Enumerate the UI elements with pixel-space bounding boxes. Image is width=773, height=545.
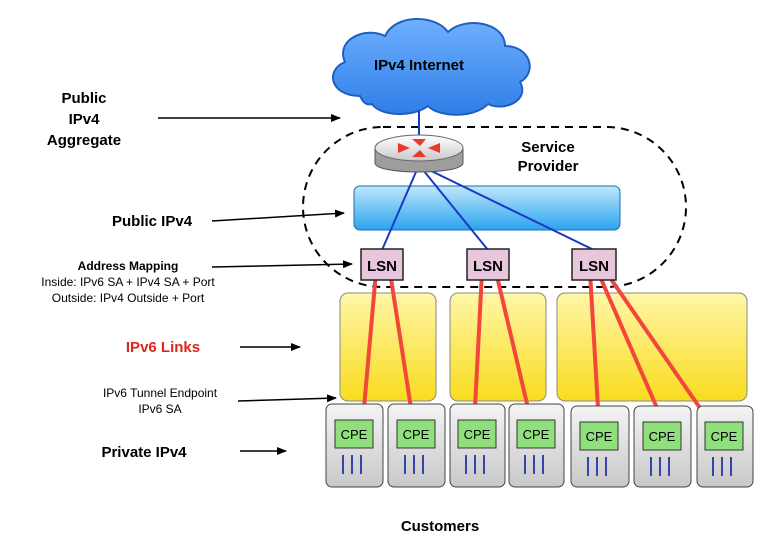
lsn-node-2: LSN xyxy=(466,248,510,281)
lsn-links xyxy=(381,164,595,251)
cpe-device-5: CPE xyxy=(570,405,630,488)
public-aggregate-line1: Public xyxy=(61,90,106,107)
provider-label-line2: Provider xyxy=(518,158,579,175)
cpe-label: CPE xyxy=(586,429,613,444)
address-mapping-title: Address Mapping xyxy=(78,259,179,273)
arrow-address-mapping xyxy=(211,260,353,269)
tunnel-6 xyxy=(596,271,659,409)
lsn-label: LSN xyxy=(367,258,397,275)
public-aggregate-line2: IPv4 xyxy=(69,111,101,128)
tunnel-4 xyxy=(494,271,530,409)
link-router-lsn-3 xyxy=(418,164,595,251)
router-icon xyxy=(374,134,464,173)
arrow-tunnel-endpoint xyxy=(237,394,337,403)
cpe-label: CPE xyxy=(523,427,550,442)
arrow-public-ipv4 xyxy=(211,209,345,222)
cpe-device-1: CPE xyxy=(325,403,384,488)
cpe-device-7: CPE xyxy=(696,405,754,488)
tunnel-3 xyxy=(473,271,484,409)
tunnel-5 xyxy=(588,271,600,409)
tunnel-2 xyxy=(388,271,413,409)
link-router-lsn-2 xyxy=(418,164,489,251)
ipv6-link-area-2 xyxy=(449,292,547,402)
cloud-label: IPv4 Internet xyxy=(374,57,464,74)
address-mapping-outside: Outside: IPv4 Outside + Port xyxy=(52,291,205,305)
link-router-lsn-1 xyxy=(381,164,420,251)
provider-label-line1: Service xyxy=(521,139,574,156)
lsn-label: LSN xyxy=(579,258,609,275)
tunnel-7 xyxy=(604,270,702,410)
cpe-device-4: CPE xyxy=(508,403,565,488)
public-aggregate-line3: Aggregate xyxy=(47,132,121,149)
cpe-label: CPE xyxy=(464,427,491,442)
lsn-label: LSN xyxy=(473,258,503,275)
tunnel-endpoint-line1: IPv6 Tunnel Endpoint xyxy=(103,386,218,400)
customers-label: Customers xyxy=(401,518,479,535)
cpe-label: CPE xyxy=(649,429,676,444)
cpe-device-3: CPE xyxy=(449,403,506,488)
lsn-node-1: LSN xyxy=(360,248,404,281)
ipv6-link-area-3 xyxy=(556,292,748,402)
cpe-device-6: CPE xyxy=(633,405,692,488)
internet-cloud-icon xyxy=(332,18,531,116)
tunnel-endpoint-line2: IPv6 SA xyxy=(138,402,181,416)
address-mapping-inside: Inside: IPv6 SA + IPv4 SA + Port xyxy=(41,275,215,289)
ipv6-tunnels xyxy=(362,270,702,410)
ipv6-links-label: IPv6 Links xyxy=(126,339,200,356)
cpe-label: CPE xyxy=(711,429,738,444)
cpe-device-2: CPE xyxy=(387,403,446,488)
private-ipv4-label: Private IPv4 xyxy=(101,444,187,461)
ipv6-link-area-1 xyxy=(339,292,437,402)
public-ipv4-label: Public IPv4 xyxy=(112,213,193,230)
cpe-label: CPE xyxy=(341,427,368,442)
cpe-label: CPE xyxy=(403,427,430,442)
public-ipv4-band xyxy=(353,185,621,231)
tunnel-1 xyxy=(362,271,378,409)
lsn-node-3: LSN xyxy=(571,248,617,281)
